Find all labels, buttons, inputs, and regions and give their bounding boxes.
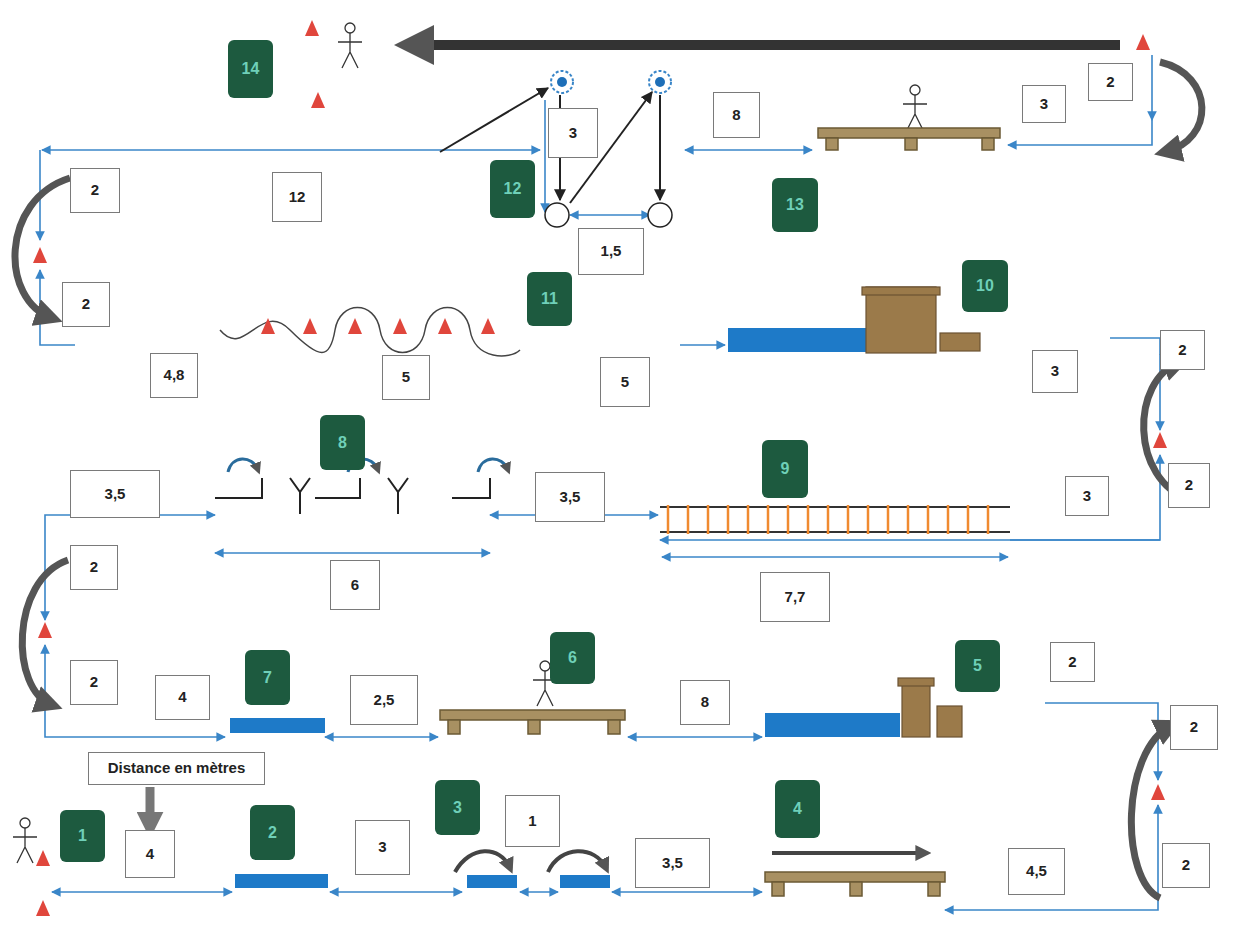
callout-number: 10 [976, 277, 994, 295]
callout-number: 6 [568, 649, 577, 667]
distance-value: 6 [351, 577, 359, 594]
callout-number: 7 [263, 669, 272, 687]
station-number: 4 [775, 780, 820, 838]
pointer-arrow [146, 787, 155, 828]
station-number: 14 [228, 40, 273, 98]
distance-value: 12 [289, 189, 306, 206]
distance-box: 7,7 [760, 572, 830, 622]
distance-box: 4,5 [1008, 848, 1065, 895]
distance-box: 2 [1162, 843, 1210, 888]
station-number: 8 [320, 415, 365, 470]
distance-value: 3,5 [560, 489, 581, 506]
distance-box: 5 [600, 357, 650, 407]
distance-box: 5 [382, 355, 430, 400]
distance-value: 3 [1051, 363, 1059, 380]
distance-box: 6 [330, 560, 380, 610]
distance-value: 1,5 [601, 243, 622, 260]
distance-box: 3 [355, 820, 410, 875]
distance-value: 8 [732, 107, 740, 124]
distance-box: 12 [272, 172, 322, 222]
distance-box: 3,5 [70, 470, 160, 518]
callout-number: 13 [786, 196, 804, 214]
distance-value: 5 [621, 374, 629, 391]
distance-value: 2 [1182, 857, 1190, 874]
distance-value: 4 [146, 846, 154, 863]
distance-value: 3,5 [105, 486, 126, 503]
callout-number: 14 [242, 60, 260, 78]
distance-box: 4 [125, 830, 175, 878]
distance-box: 3,5 [635, 838, 710, 888]
distance-box: 3 [548, 108, 598, 158]
callout-number: 3 [453, 799, 462, 817]
distance-box: 2 [70, 168, 120, 213]
distance-box: 2 [1088, 63, 1133, 101]
distance-value: 4,8 [164, 367, 185, 384]
distance-value: 4 [178, 689, 186, 706]
distance-box: 2 [70, 545, 118, 590]
distance-box: 2 [1168, 463, 1210, 508]
station-number: 2 [250, 805, 295, 860]
distance-value: 2 [1068, 654, 1076, 671]
distance-box: 2 [62, 282, 110, 327]
station-number: 12 [490, 160, 535, 218]
station-number: 13 [772, 178, 818, 232]
distance-box: 3 [1032, 350, 1078, 393]
callout-number: 1 [78, 827, 87, 845]
distance-value: 2 [90, 559, 98, 576]
station-number: 3 [435, 780, 480, 835]
distance-value: 2 [1185, 477, 1193, 494]
distance-value: 7,7 [785, 589, 806, 606]
distance-value: 3 [569, 125, 577, 142]
callout-number: 5 [973, 657, 982, 675]
station-number: 6 [550, 632, 595, 684]
distance-box: 1,5 [578, 228, 644, 275]
distance-value: 2 [90, 674, 98, 691]
distance-value: 2 [82, 296, 90, 313]
distance-box: 2,5 [350, 675, 418, 725]
distance-box: 4 [155, 675, 210, 720]
callout-number: 4 [793, 800, 802, 818]
distance-box: 2 [70, 660, 118, 705]
distance-box: 8 [713, 92, 760, 138]
station-number: 11 [527, 272, 572, 326]
distance-box: 1 [505, 795, 560, 847]
callout-number: 12 [504, 180, 522, 198]
distance-box: 3,5 [535, 472, 605, 522]
distance-box: 3 [1022, 85, 1066, 123]
distance-box: 4,8 [150, 353, 198, 398]
callout-number: 9 [781, 460, 790, 478]
distance-box: 2 [1160, 330, 1205, 370]
distance-value: 2,5 [374, 692, 395, 709]
distance-box: Distance en mètres [88, 752, 265, 785]
distance-value: Distance en mètres [108, 760, 246, 777]
station-number: 7 [245, 650, 290, 705]
distance-value: 3 [378, 839, 386, 856]
distance-value: 3 [1083, 488, 1091, 505]
distance-value: 1 [528, 813, 536, 830]
callout-number: 8 [338, 434, 347, 452]
distance-value: 8 [701, 694, 709, 711]
distance-value: 4,5 [1026, 863, 1047, 880]
station-number: 9 [762, 440, 808, 498]
station-number: 5 [955, 640, 1000, 692]
distance-box: 3 [1065, 476, 1109, 516]
distance-value: 2 [1106, 74, 1114, 91]
distance-value: 2 [1190, 719, 1198, 736]
station-number: 10 [962, 260, 1008, 312]
distance-value: 3 [1040, 96, 1048, 113]
callout-number: 2 [268, 824, 277, 842]
distance-value: 5 [402, 369, 410, 386]
distance-value: 2 [91, 182, 99, 199]
distance-box: 2 [1050, 642, 1095, 682]
distance-value: 3,5 [662, 855, 683, 872]
distance-box: 8 [680, 680, 730, 725]
callout-number: 11 [541, 290, 558, 308]
station-number: 1 [60, 810, 105, 862]
distance-value: 2 [1178, 342, 1186, 359]
distance-box: 2 [1170, 705, 1218, 750]
